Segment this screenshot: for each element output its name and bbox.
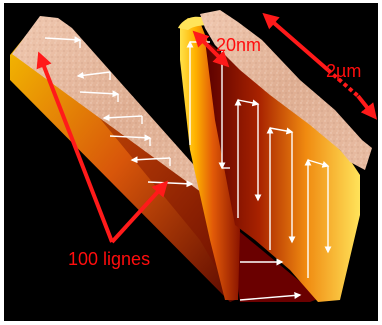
width-label: 2µm (326, 61, 362, 81)
lines-arrow-right (110, 180, 169, 244)
front-ridge-top-texture (12, 16, 232, 210)
lines-count-label: 100 lignes (68, 249, 151, 269)
annotation-arrows (36, 12, 377, 244)
width-arrow-tail (356, 94, 377, 120)
depth-arrow (192, 30, 230, 68)
trench-left-wall (180, 18, 240, 300)
width-arrow (262, 12, 330, 72)
trench-floor (230, 230, 320, 302)
depth-label: 20nm (216, 35, 262, 55)
trench-right-wall (205, 40, 360, 302)
back-plateau-texture (200, 10, 372, 170)
scan-path-arrows (44, 36, 332, 301)
lines-arrow-left (36, 51, 114, 243)
